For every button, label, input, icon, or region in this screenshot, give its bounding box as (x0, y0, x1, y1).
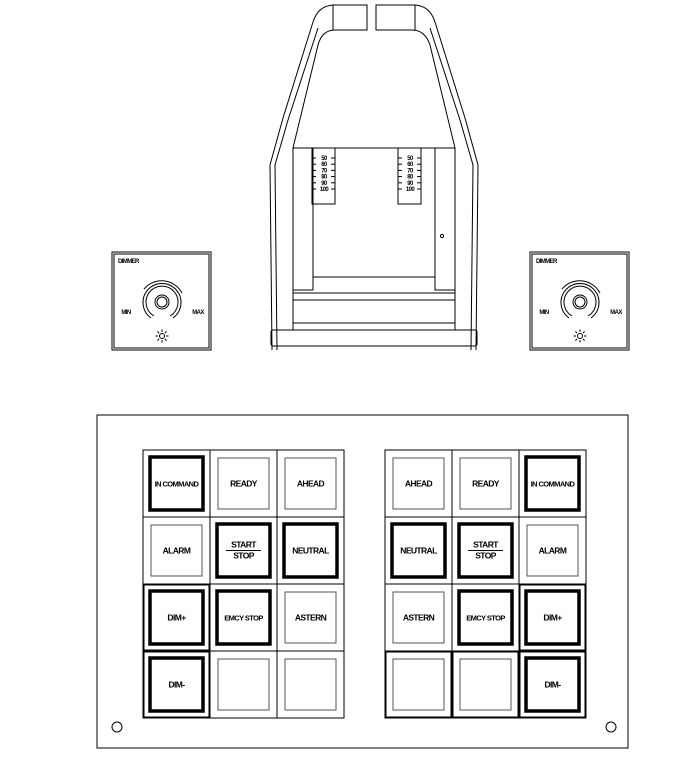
button-ahead[interactable]: AHEAD (284, 457, 337, 510)
button-alarm[interactable]: ALARM (526, 524, 579, 577)
dimmer-min-label: MIN (121, 310, 130, 316)
scale-label: 70 (407, 168, 414, 174)
button-label: ALARM (539, 546, 567, 556)
dimmer-min-label: MIN (539, 310, 548, 316)
button-neutral[interactable]: NEUTRAL (390, 522, 447, 579)
button-label: READY (230, 479, 258, 489)
button-label: DIM+ (167, 613, 186, 623)
scale-label: 80 (321, 175, 328, 181)
button-label: STOP (233, 551, 255, 561)
button-astern[interactable]: ASTERN (392, 591, 445, 644)
scale-label: 50 (407, 156, 414, 162)
button-label: IN COMMAND (531, 480, 576, 489)
button-astern[interactable]: ASTERN (284, 591, 337, 644)
scale-label: 90 (407, 181, 414, 187)
scale-label: 60 (321, 162, 328, 168)
button-label: AHEAD (297, 479, 325, 489)
button-dim[interactable]: DIM+ (518, 583, 587, 652)
dimmer-max-label: MAX (610, 310, 622, 316)
lever-right-handle (375, 4, 479, 351)
button-label: ALARM (163, 546, 191, 556)
button-label: START (473, 540, 499, 550)
scale-label: 70 (321, 168, 328, 174)
button-dim[interactable]: DIM- (518, 650, 587, 719)
scale-label: 100 (406, 187, 415, 193)
dimmer-title: DIMMER (118, 259, 140, 265)
button-label: EMCY STOP (224, 614, 263, 623)
button-blank[interactable] (217, 658, 270, 711)
button-alarm[interactable]: ALARM (150, 524, 203, 577)
button-ahead[interactable]: AHEAD (392, 457, 445, 510)
button-label: DIM+ (543, 613, 562, 623)
dimmer-max-label: MAX (192, 310, 204, 316)
scale-label: 60 (407, 162, 414, 168)
dimmer-right: DIMMER MIN MAX (529, 251, 630, 351)
button-dim[interactable]: DIM+ (142, 583, 211, 652)
brightness-icon (573, 329, 587, 343)
button-dim[interactable]: DIM- (142, 650, 211, 719)
scale-label: 90 (321, 181, 328, 187)
lever-left-handle (269, 4, 368, 351)
button-label: NEUTRAL (400, 546, 437, 556)
button-label: ASTERN (295, 613, 327, 623)
button-blank[interactable] (284, 658, 337, 711)
button-label: ASTERN (403, 613, 435, 623)
button-blank[interactable] (384, 650, 453, 719)
button-ready[interactable]: READY (217, 457, 270, 510)
button-in-command[interactable]: IN COMMAND (148, 455, 205, 512)
button-label: IN COMMAND (155, 480, 200, 489)
button-neutral[interactable]: NEUTRAL (282, 522, 339, 579)
button-label: START (231, 540, 257, 550)
button-label: NEUTRAL (292, 546, 329, 556)
button-label: DIM- (168, 680, 185, 690)
dimmer-title: DIMMER (536, 259, 558, 265)
button-emcy-stop[interactable]: EMCY STOP (457, 589, 514, 646)
dimmer-knob[interactable] (142, 280, 183, 319)
button-label: EMCY STOP (466, 614, 505, 623)
button-label: AHEAD (405, 479, 433, 489)
button-emcy-stop[interactable]: EMCY STOP (215, 589, 272, 646)
button-blank[interactable] (451, 650, 520, 719)
mounting-hole-right (605, 721, 617, 733)
button-in-command[interactable]: IN COMMAND (524, 455, 581, 512)
brightness-icon (155, 329, 169, 343)
dimmer-left: DIMMER MIN MAX (111, 251, 212, 351)
button-ready[interactable]: READY (459, 457, 512, 510)
button-label: STOP (475, 551, 497, 561)
button-label: DIM- (544, 680, 561, 690)
throttle-lever-unit[interactable] (269, 4, 479, 351)
scale-label: 50 (321, 156, 328, 162)
button-panel-plate (96, 414, 629, 749)
dimmer-knob[interactable] (560, 280, 601, 319)
mounting-hole-left (111, 721, 123, 733)
scale-label: 100 (320, 187, 329, 193)
button-label: READY (472, 479, 500, 489)
scale-label: 80 (407, 175, 414, 181)
